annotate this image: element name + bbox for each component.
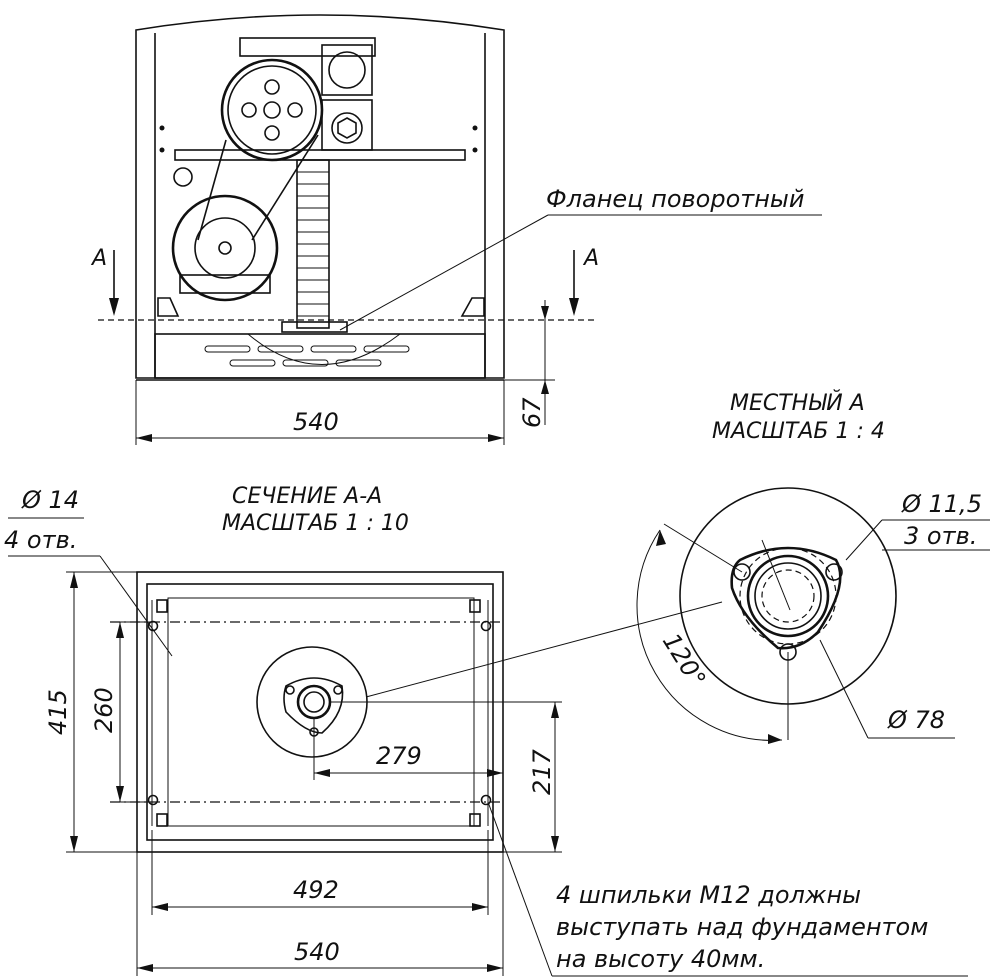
- note-line1: 4 шпильки М12 должны: [556, 881, 861, 909]
- dim-415: 415: [44, 689, 72, 735]
- dim-260: 260: [90, 687, 118, 733]
- front-height-dim: 67: [518, 397, 546, 428]
- section-title-line2: МАСШТАБ 1 : 10: [222, 511, 409, 536]
- base-plate: [154, 333, 486, 379]
- dim-279: 279: [376, 742, 422, 770]
- section-mark-right: A: [582, 246, 599, 271]
- hole-diameter-label: Ø 14: [21, 486, 79, 514]
- upper-pulley: [220, 58, 324, 162]
- detail-view: МЕСТНЫЙ А МАСШТАБ 1 : 4 Ø 11,5 3 отв. Ø …: [636, 390, 990, 744]
- front-width-dim: 540: [293, 408, 339, 436]
- screw-column: [281, 159, 348, 333]
- flange-label: Фланец поворотный: [546, 185, 804, 213]
- front-view: A A Фланец поворотный 540 67: [90, 14, 822, 445]
- note-line2: выступать над фундаментом: [556, 913, 928, 941]
- detail-title-line2: МАСШТАБ 1 : 4: [712, 419, 885, 444]
- detail-hole-diameter: Ø 11,5: [901, 490, 982, 518]
- dim-492: 492: [293, 876, 339, 904]
- dim-540-bottom: 540: [294, 938, 340, 966]
- frame-outer: [136, 571, 504, 853]
- detail-hole-count: 3 отв.: [904, 522, 977, 550]
- hole-count-label: 4 отв.: [4, 526, 77, 554]
- detail-title-line1: МЕСТНЫЙ А: [730, 390, 865, 416]
- note-line3: на высоту 40мм.: [556, 945, 765, 973]
- section-mark-left: A: [90, 246, 107, 271]
- detail-angle: 120°: [657, 628, 711, 692]
- motor: [171, 167, 279, 302]
- dim-217: 217: [528, 748, 556, 795]
- section-title-line1: СЕЧЕНИЕ А-А: [232, 484, 382, 509]
- housing-outline: [135, 14, 505, 379]
- section-view: СЕЧЕНИЕ А-А МАСШТАБ 1 : 10: [4, 484, 968, 977]
- vent-slots: [204, 345, 410, 367]
- detail-flange-diameter: Ø 78: [887, 706, 945, 734]
